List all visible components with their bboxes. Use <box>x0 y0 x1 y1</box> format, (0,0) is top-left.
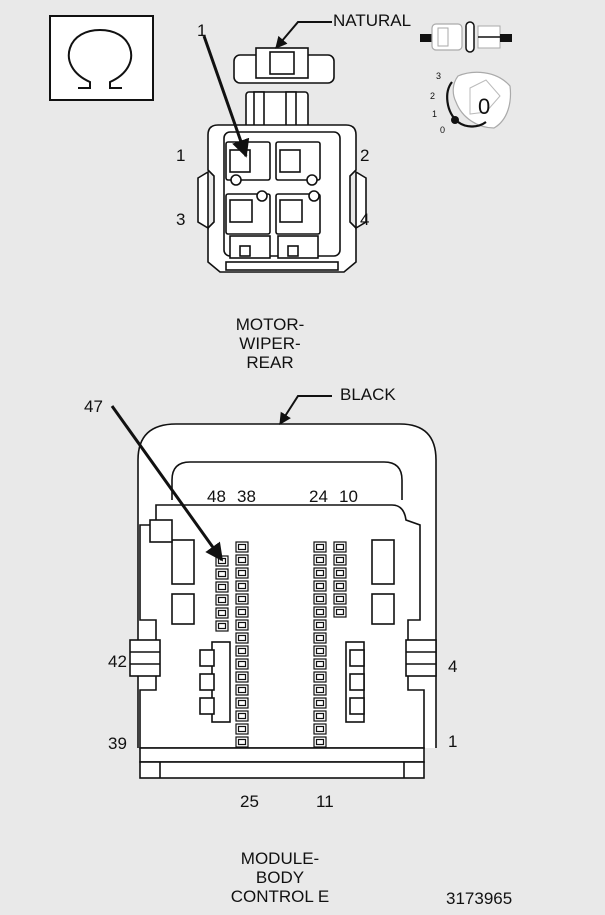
pin-cavity-right-a-inner <box>315 647 325 655</box>
ohm-symbol-icon <box>49 15 154 101</box>
pin-2-label: 2 <box>360 146 370 165</box>
wiper-motor-connector <box>197 47 367 273</box>
pin-1-callout-arrow <box>202 35 250 158</box>
pin-cavity-right-a-inner <box>315 686 325 694</box>
pin-cavity-right-a-inner <box>315 556 325 564</box>
pin-48-label: 48 <box>207 487 226 506</box>
pin-42-label: 42 <box>108 652 127 671</box>
pin-1-label: 1 <box>176 146 186 165</box>
pin-cavity-right-b-inner <box>335 595 345 603</box>
pin-cavity-right-a-inner <box>315 725 325 733</box>
pin-10-label: 10 <box>339 487 358 506</box>
pin-cavity-right-b-inner <box>335 543 345 551</box>
pin-cavity-left-b-inner <box>237 738 247 746</box>
pin-cavity-right-b-inner <box>335 569 345 577</box>
pin-1-bcm-label: 1 <box>448 732 458 751</box>
pin-25-label: 25 <box>240 792 259 811</box>
pin-cavity-left-b-inner <box>237 621 247 629</box>
pin-cavity-left-b-inner <box>237 699 247 707</box>
pin-4-bcm-label: 4 <box>448 657 458 676</box>
module-name-line-1: MODULE- <box>240 849 320 868</box>
pin-cavity-right-a-inner <box>315 543 325 551</box>
pin-cavity-grid <box>215 541 347 748</box>
pin-cavity-right-a-inner <box>315 660 325 668</box>
pin-cavity-left-b-inner <box>237 608 247 616</box>
module-name-line-3: CONTROL E <box>230 887 330 906</box>
pin-cavity-left-b-inner <box>237 725 247 733</box>
figure-number: 3173965 <box>446 889 513 908</box>
pin-4-label: 4 <box>360 210 370 229</box>
module-name-line-2: BODY <box>255 868 305 887</box>
key-tick-1: 1 <box>432 109 438 119</box>
connector-name-line-2: WIPER- <box>239 334 301 353</box>
natural-color-label: NATURAL <box>333 11 412 30</box>
pin-cavity-left-a-inner <box>217 570 227 578</box>
pin-cavity-left-a-inner <box>217 622 227 630</box>
pin-cavity-right-a-inner <box>315 621 325 629</box>
pin-38-label: 38 <box>237 487 256 506</box>
pin-cavity-left-b-inner <box>237 647 247 655</box>
black-leader-arrow <box>279 395 332 426</box>
pin-cavity-left-b-inner <box>237 660 247 668</box>
black-color-label: BLACK <box>340 385 396 404</box>
pin-cavity-left-b-inner <box>237 634 247 642</box>
pin-cavity-left-b-inner <box>237 595 247 603</box>
pin-cavity-left-a-inner <box>217 596 227 604</box>
pin-cavity-right-b-inner <box>335 556 345 564</box>
pin-3-label: 3 <box>176 210 186 229</box>
pin-cavity-right-a-inner <box>315 699 325 707</box>
pin-cavity-right-a-inner <box>315 582 325 590</box>
pin-39-label: 39 <box>108 734 127 753</box>
pin-cavity-left-b-inner <box>237 673 247 681</box>
natural-leader-arrow <box>275 21 332 49</box>
pin-47-callout-arrow <box>110 405 224 562</box>
connector-name-line-1: MOTOR- <box>235 315 305 334</box>
pin-cavity-left-a-inner <box>217 609 227 617</box>
pin-47-callout-label: 47 <box>84 397 103 416</box>
pin-cavity-left-b-inner <box>237 543 247 551</box>
body-control-module-connector <box>129 423 437 779</box>
pin-cavity-right-a-inner <box>315 673 325 681</box>
pin-11-label: 11 <box>316 792 334 811</box>
connector-name-line-3: REAR <box>246 353 294 372</box>
pin-cavity-left-b-inner <box>237 712 247 720</box>
pin-cavity-left-a-inner <box>217 583 227 591</box>
pin-cavity-right-b-inner <box>335 582 345 590</box>
pin-cavity-right-b-inner <box>335 608 345 616</box>
key-number: 0 <box>478 94 491 119</box>
terminal-pin-icon <box>420 21 512 53</box>
pin-cavity-right-a-inner <box>315 634 325 642</box>
key-tick-3: 3 <box>436 71 442 81</box>
pin-cavity-right-a-inner <box>315 712 325 720</box>
pin-cavity-left-b-inner <box>237 582 247 590</box>
pin-cavity-right-a-inner <box>315 608 325 616</box>
key-position-icon <box>446 71 512 129</box>
pin-cavity-left-b-inner <box>237 569 247 577</box>
pin-cavity-right-a-inner <box>315 738 325 746</box>
pin-cavity-left-b-inner <box>237 556 247 564</box>
key-tick-2: 2 <box>430 91 436 101</box>
pin-cavity-right-a-inner <box>315 595 325 603</box>
pin-24-label: 24 <box>309 487 328 506</box>
pin-cavity-right-a-inner <box>315 569 325 577</box>
pin-1-callout-label: 1 <box>197 21 207 40</box>
pin-cavity-left-b-inner <box>237 686 247 694</box>
key-tick-0: 0 <box>440 125 446 135</box>
